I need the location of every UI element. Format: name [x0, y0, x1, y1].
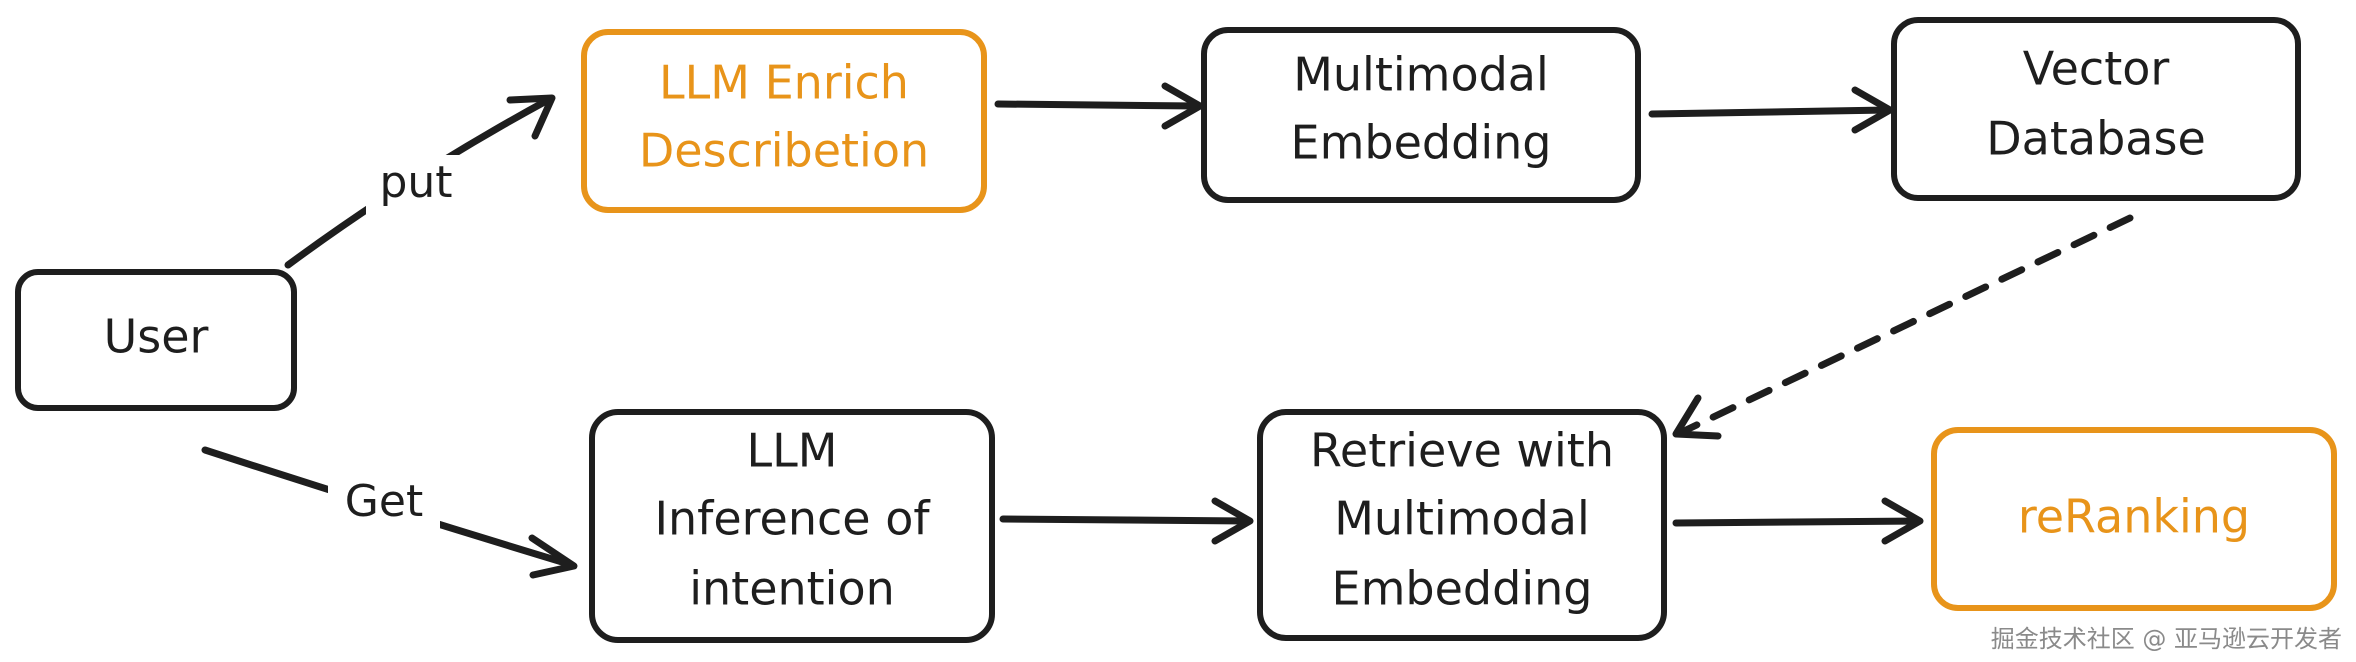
svg-text:Describetion: Describetion: [639, 124, 929, 178]
node-reranking: reRanking: [1931, 427, 2337, 611]
svg-text:reRanking: reRanking: [2018, 490, 2250, 544]
watermark: 掘金技术社区 @ 亚马逊云开发者: [1990, 625, 2342, 653]
edge-llm-enrich-to-multimodal-embedding: [994, 82, 1204, 130]
svg-text:Embedding: Embedding: [1332, 562, 1593, 616]
svg-text:User: User: [104, 310, 209, 364]
svg-text:intention: intention: [689, 562, 895, 616]
node-vector-database: Vector Database: [1891, 17, 2301, 201]
node-user: User: [15, 269, 297, 411]
node-llm-inference: LLM Inference of intention: [589, 409, 995, 643]
svg-text:Inference of: Inference of: [654, 492, 931, 546]
edge-vector-database-to-retrieve: [1672, 214, 2134, 440]
svg-text:LLM: LLM: [747, 424, 838, 478]
svg-text:LLM Enrich: LLM Enrich: [659, 56, 909, 110]
node-llm-enrich: LLM Enrich Describetion: [581, 29, 987, 213]
svg-text:Multimodal: Multimodal: [1293, 48, 1549, 102]
edge-multimodal-embedding-to-vector-database: [1648, 86, 1894, 134]
edge-llm-inference-to-retrieve: [999, 497, 1254, 545]
svg-text:Get: Get: [345, 476, 423, 527]
svg-text:Embedding: Embedding: [1291, 116, 1552, 170]
svg-text:Vector: Vector: [2023, 42, 2170, 96]
svg-text:Multimodal: Multimodal: [1334, 492, 1590, 546]
svg-text:Database: Database: [1986, 112, 2206, 166]
svg-text:put: put: [379, 157, 452, 208]
edge-retrieve-to-reranking: [1672, 497, 1924, 545]
node-retrieve: Retrieve with Multimodal Embedding: [1257, 409, 1667, 641]
edge-label-put: put: [366, 155, 466, 215]
edge-label-get: Get: [328, 474, 440, 534]
svg-text:Retrieve with: Retrieve with: [1310, 424, 1614, 478]
node-multimodal-embedding: Multimodal Embedding: [1201, 27, 1641, 203]
